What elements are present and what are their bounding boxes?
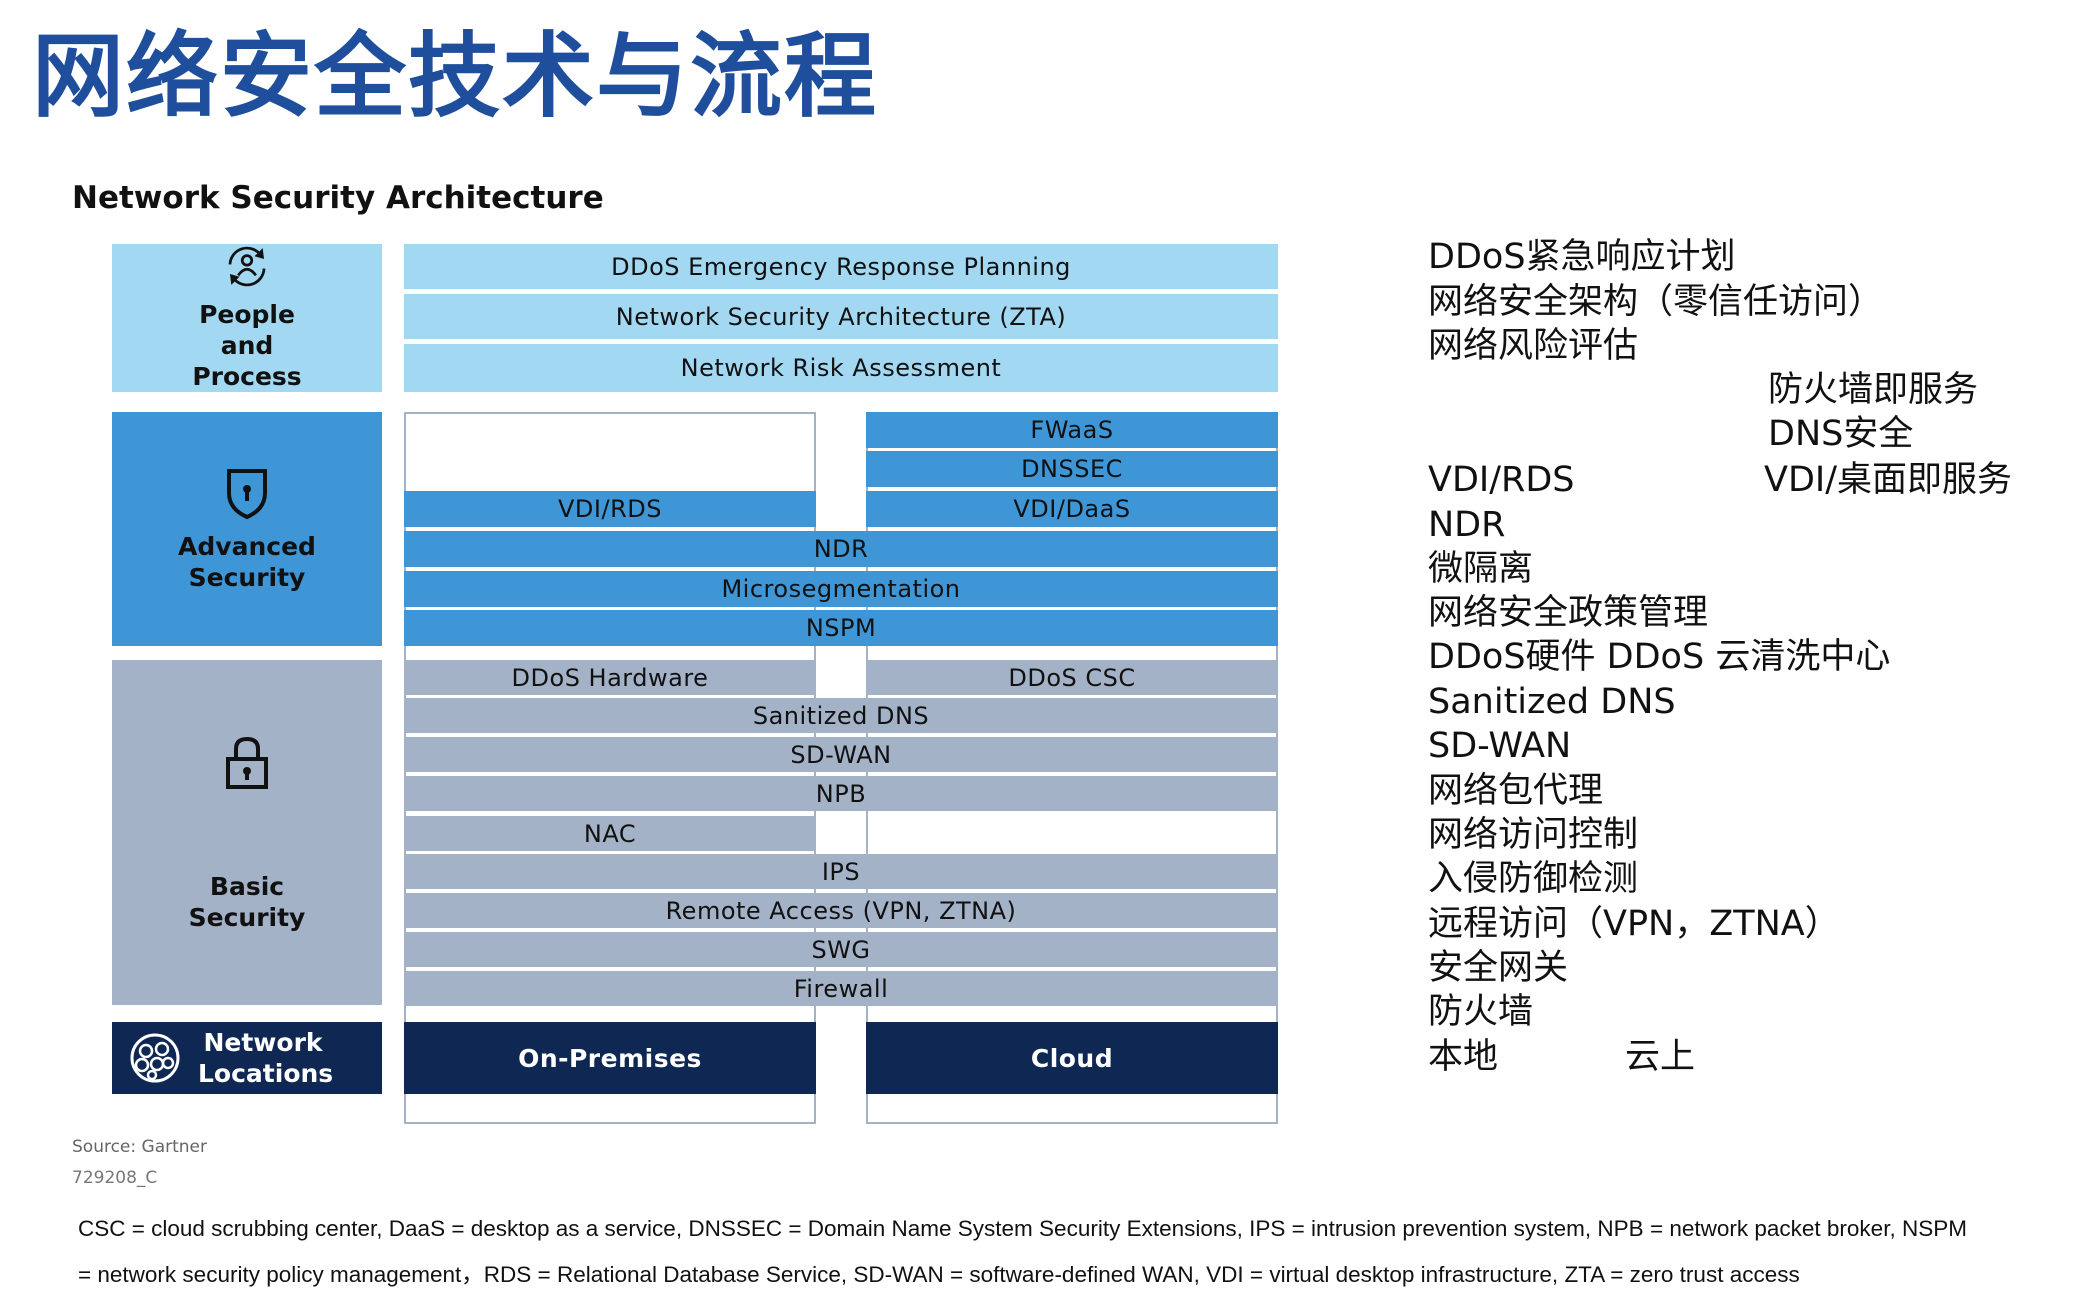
figure-code: 729208_C [72,1168,158,1188]
bar-ddos-emergency-response-planning: DDoS Emergency Response Planning [404,244,1278,289]
cn-local: 本地 [1428,1037,1499,1077]
bar-npb: NPB [404,776,1278,811]
footnote-line-1: CSC = cloud scrubbing center, DaaS = des… [78,1216,1967,1241]
bar-ddos-csc: DDoS CSC [866,660,1278,695]
bar-on-premises: On-Premises [404,1022,816,1094]
cn-vdi-daas: VDI/桌面即服务 [1764,460,2013,500]
cn-ips: 入侵防御检测 [1428,859,1639,899]
cn-npb: 网络包代理 [1428,771,1604,811]
cn-vdi-rds: VDI/RDS [1428,460,1575,500]
category-network-locations: Network Locations [112,1022,382,1094]
bar-nac: NAC [404,816,816,851]
footnote-line-2: = network security policy management，RDS… [78,1262,1800,1287]
category-advanced-security: Advanced Security [112,412,382,646]
bar-dnssec: DNSSEC [866,451,1278,487]
cn-sd-wan: SD-WAN [1428,726,1572,766]
cn-sanitized-dns: Sanitized DNS [1428,682,1676,722]
bar-ips: IPS [404,854,1278,889]
source-note: Source: Gartner [72,1137,207,1157]
globe-icon [130,1033,180,1083]
cn-nspm: 网络安全政策管理 [1428,593,1709,633]
people-cycle-icon [228,246,266,287]
diagram-heading: Network Security Architecture [72,180,604,216]
bar-microsegmentation: Microsegmentation [404,571,1278,607]
cn-ddos-hw: DDoS硬件 DDoS 云清洗中心 [1428,637,1891,677]
bar-firewall: Firewall [404,971,1278,1006]
cn-dns: DNS安全 [1768,414,1914,454]
bar-swg: SWG [404,932,1278,967]
category-basic-security: Basic Security [112,660,382,1005]
cn-nac: 网络访问控制 [1428,815,1639,855]
bar-fwaas: FWaaS [866,412,1278,448]
lock-icon [226,736,268,789]
shield-icon [227,469,267,520]
bar-vdi-daas: VDI/DaaS [866,491,1278,527]
cn-firewall: 防火墙 [1428,992,1534,1032]
category-label: Network Locations [198,1028,334,1088]
cn-fwaas: 防火墙即服务 [1768,370,1979,410]
bar-cloud: Cloud [866,1022,1278,1094]
bar-ddos-hardware: DDoS Hardware [404,660,816,695]
bar-nspm: NSPM [404,610,1278,646]
cn-remote: 远程访问（VPN，ZTNA） [1428,904,1840,944]
category-label: People and Process [192,300,302,391]
bar-vdi-rds: VDI/RDS [404,491,816,527]
bar-sd-wan: SD-WAN [404,737,1278,772]
cn-ddos: DDoS紧急响应计划 [1428,237,1736,277]
category-label: Basic Security [188,871,306,932]
cn-zta: 网络安全架构（零信任访问） [1428,282,1884,322]
bar-network-security-architecture: Network Security Architecture (ZTA) [404,294,1278,339]
bar-ndr: NDR [404,531,1278,567]
cn-swg: 安全网关 [1428,948,1569,988]
cn-microseg: 微隔离 [1428,549,1534,589]
cn-cloud: 云上 [1625,1037,1696,1077]
cn-risk: 网络风险评估 [1428,326,1639,366]
cn-ndr: NDR [1428,505,1506,545]
bar-network-risk-assessment: Network Risk Assessment [404,344,1278,392]
category-label: Advanced Security [178,532,316,592]
page-title: 网络安全技术与流程 [32,23,879,130]
bar-remote-access: Remote Access (VPN, ZTNA) [404,893,1278,928]
bar-sanitized-dns: Sanitized DNS [404,698,1278,733]
category-people-and-process: People and Process [112,244,382,392]
